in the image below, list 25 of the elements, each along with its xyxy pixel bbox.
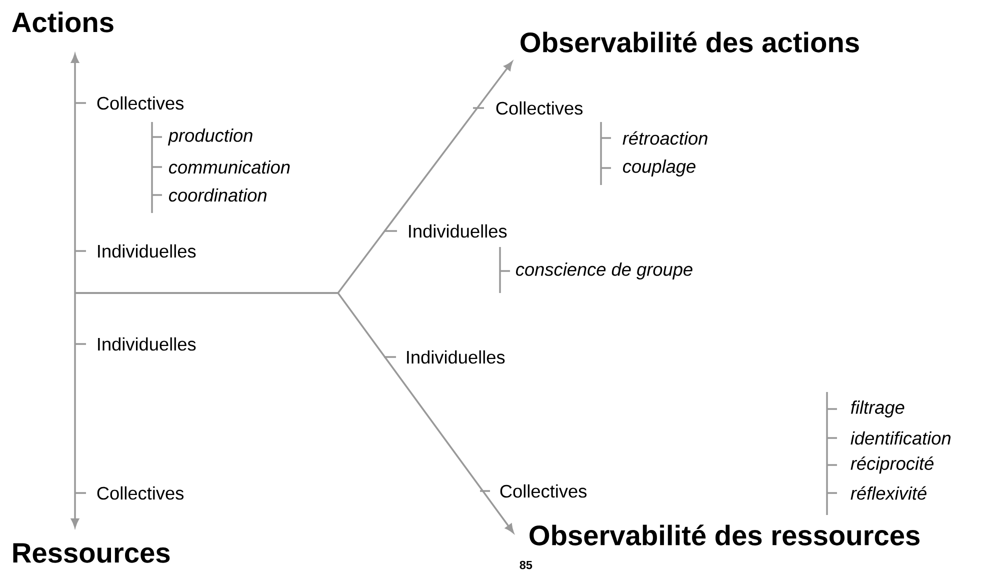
item-label: communication <box>169 160 290 174</box>
category-label: Individuelles <box>407 350 505 364</box>
category-label: Individuelles <box>409 224 507 238</box>
heading: Observabilité des actions <box>520 32 859 52</box>
heading: Observabilité des ressources <box>530 524 920 546</box>
category-label: Collectives <box>500 484 587 498</box>
item-label: couplage <box>623 160 696 176</box>
category-label: Individuelles <box>98 337 196 351</box>
page-number: 85 <box>520 560 532 570</box>
heading: Ressources <box>13 543 170 563</box>
category-label: Collectives <box>97 96 184 110</box>
item-label: identification <box>850 431 951 445</box>
arrow <box>71 54 79 528</box>
item-label: réciprocité <box>850 456 934 474</box>
category-label: Individuelles <box>98 244 196 258</box>
item-label: coordination <box>169 188 266 202</box>
item-label: conscience de groupe <box>516 262 692 280</box>
item-label: filtrage <box>851 400 904 418</box>
category-label: Collectives <box>496 101 583 115</box>
heading: Actions <box>12 12 114 32</box>
item-label: réflexivité <box>850 486 926 500</box>
category-label: Collectives <box>97 486 184 500</box>
item-label: rétroaction <box>622 131 708 145</box>
arrow <box>75 292 514 534</box>
item-label: production <box>168 128 252 146</box>
